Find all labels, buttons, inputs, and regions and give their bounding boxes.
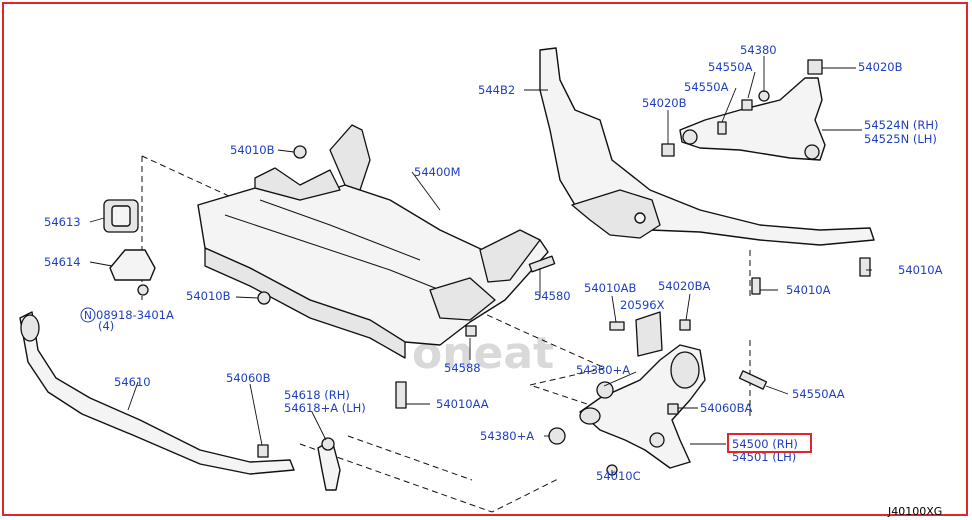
label-54400m: 54400M bbox=[414, 165, 461, 179]
upper-link-arm[interactable] bbox=[539, 47, 875, 246]
label-54060ba: 54060BA bbox=[700, 401, 752, 415]
n-circle-glyph: N bbox=[84, 310, 92, 322]
label-54010c: 54010C bbox=[596, 469, 641, 483]
n-circle-icon bbox=[80, 307, 96, 323]
label-08918-qty: (4) bbox=[98, 319, 114, 333]
part-labels: 544B2 54380 54550A 54020B 54550A 54020B … bbox=[44, 43, 943, 483]
label-54380-top: 54380 bbox=[740, 43, 777, 57]
label-54501-lh: 54501 (LH) bbox=[732, 450, 796, 464]
label-54020ba: 54020BA bbox=[658, 279, 710, 293]
label-54588: 54588 bbox=[444, 361, 481, 375]
label-54614: 54614 bbox=[44, 255, 81, 269]
label-54525n-lh: 54525N (LH) bbox=[864, 132, 937, 146]
stabilizer-bar[interactable] bbox=[19, 311, 295, 475]
label-54020b-left: 54020B bbox=[642, 96, 687, 110]
label-54524n-rh: 54524N (RH) bbox=[864, 118, 938, 132]
lower-arm[interactable] bbox=[579, 344, 706, 469]
label-54618a-lh: 54618+A (LH) bbox=[284, 401, 366, 415]
label-54020b-right: 54020B bbox=[858, 60, 903, 74]
label-54550a-top: 54550A bbox=[708, 60, 753, 74]
upper-arm[interactable] bbox=[679, 77, 826, 161]
label-54010b-mid: 54010B bbox=[186, 289, 231, 303]
front-subframe[interactable] bbox=[197, 124, 549, 359]
stabilizer-bushing[interactable] bbox=[103, 199, 139, 233]
label-54550aa: 54550AA bbox=[792, 387, 845, 401]
link-dashed-line bbox=[347, 435, 473, 481]
leader-lines bbox=[89, 56, 872, 476]
highlight-54500-box bbox=[727, 433, 812, 453]
drawing-code: J40100XG bbox=[887, 505, 942, 518]
stabilizer-clamp[interactable] bbox=[109, 249, 156, 281]
label-54380a-low: 54380+A bbox=[480, 429, 534, 443]
label-54010aa: 54010AA bbox=[436, 397, 489, 411]
stabilizer-link[interactable] bbox=[317, 437, 341, 491]
label-54010a-right: 54010A bbox=[898, 263, 943, 277]
lower-dashed-outline bbox=[299, 443, 561, 513]
label-54010b-top: 54010B bbox=[230, 143, 275, 157]
label-54613: 54613 bbox=[44, 215, 81, 229]
label-54618-rh: 54618 (RH) bbox=[284, 388, 350, 402]
label-54010a-mid: 54010A bbox=[786, 283, 831, 297]
label-54610: 54610 bbox=[114, 375, 151, 389]
label-54380a-mid: 54380+A bbox=[576, 363, 630, 377]
label-08918-3401a: 08918-3401A bbox=[96, 308, 174, 322]
label-54060b: 54060B bbox=[226, 371, 271, 385]
label-20596x: 20596X bbox=[620, 298, 665, 312]
small-fasteners bbox=[137, 59, 871, 476]
label-54580: 54580 bbox=[534, 289, 571, 303]
label-544b2: 544B2 bbox=[478, 83, 515, 97]
label-54010ab: 54010AB bbox=[584, 281, 636, 295]
label-54500-rh: 54500 (RH) bbox=[732, 437, 798, 451]
subframe-dashed-outline bbox=[141, 155, 607, 411]
label-54550a-mid: 54550A bbox=[684, 80, 729, 94]
